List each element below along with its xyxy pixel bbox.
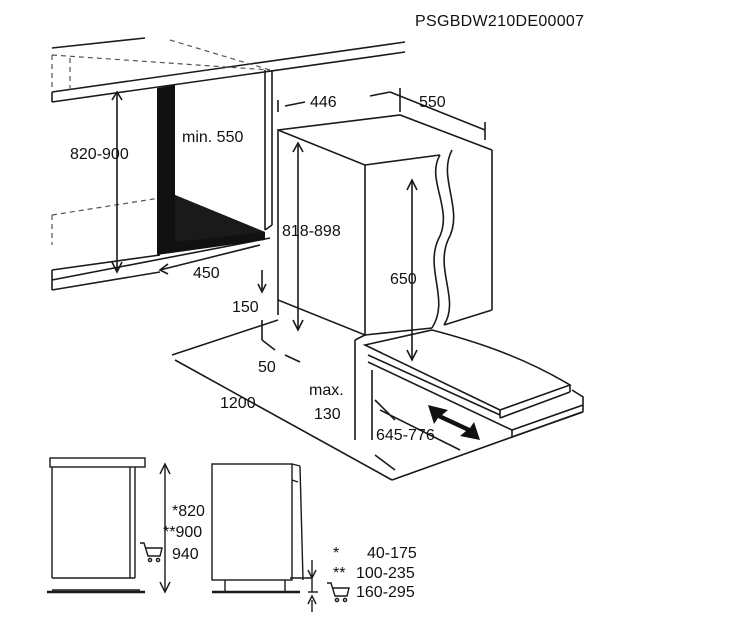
- foot-range-1: 40-175: [367, 545, 417, 562]
- door-travel-arrow: [428, 405, 480, 440]
- foot-marker-1: *: [333, 545, 340, 562]
- max-label: max.: [309, 382, 344, 399]
- foot-range-2: 100-235: [356, 565, 415, 582]
- open-door: [362, 329, 584, 438]
- door-travel-label: 645-776: [376, 427, 435, 444]
- dishwasher-body: [277, 114, 493, 365]
- plinth-height-label: 150: [232, 299, 259, 316]
- hidden-lines: [51, 39, 271, 245]
- cart-icon: [140, 542, 163, 563]
- side-height-3: 940: [172, 546, 199, 563]
- appliance-height-label: 818-898: [282, 223, 341, 240]
- plinth-offset-label: 50: [258, 359, 276, 376]
- diagram-code: PSGBDW210DE00007: [415, 13, 585, 30]
- worktop: [51, 37, 406, 103]
- side-height-2: **900: [163, 524, 203, 541]
- side-view: [47, 457, 318, 612]
- body-depth-label: 446: [310, 94, 337, 111]
- niche-height-label: 820-900: [70, 146, 129, 163]
- cart-icon: [327, 582, 350, 603]
- side-height-1: *820: [172, 503, 205, 520]
- max-value-label: 130: [314, 406, 341, 423]
- door-swing-label: 1200: [220, 395, 256, 412]
- min-depth-label: min. 550: [182, 129, 244, 146]
- niche-depth-label: 450: [193, 265, 220, 282]
- foot-range-3: 160-295: [356, 584, 415, 601]
- foot-marker-2: **: [333, 565, 346, 582]
- body-width-label: 550: [419, 94, 446, 111]
- door-height-label: 650: [390, 271, 417, 288]
- floor-bar: [51, 237, 271, 291]
